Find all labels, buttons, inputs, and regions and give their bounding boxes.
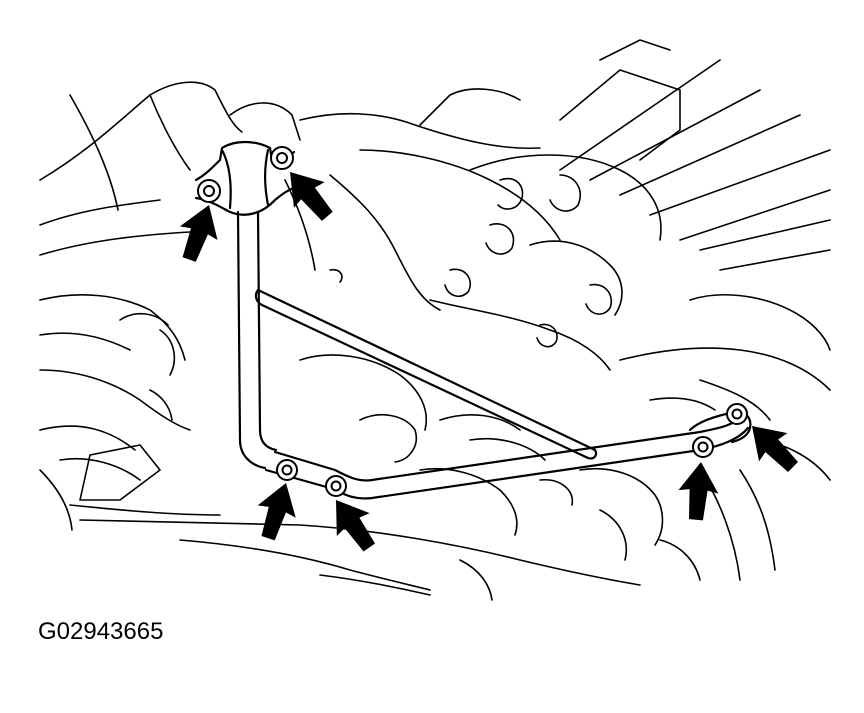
- arrow-icon: [274, 159, 343, 230]
- arrow-icon: [249, 476, 306, 545]
- arrow-icon: [319, 488, 386, 559]
- arrow-icon: [737, 411, 808, 482]
- bolt-bottom-middle: [325, 475, 347, 497]
- bolt-right-upper: [726, 403, 748, 425]
- arrow-icon: [676, 460, 721, 522]
- brace-bracket: [194, 140, 752, 500]
- bolt-right-lower: [692, 436, 714, 458]
- bolt-bottom-left: [276, 459, 298, 481]
- background-outlines: [39, 39, 831, 601]
- bolt-top-left: [197, 179, 221, 203]
- bolts: [197, 146, 748, 497]
- figure-caption: G02943665: [38, 618, 164, 645]
- callout-arrows: [170, 159, 808, 559]
- bolt-top-right: [270, 146, 294, 170]
